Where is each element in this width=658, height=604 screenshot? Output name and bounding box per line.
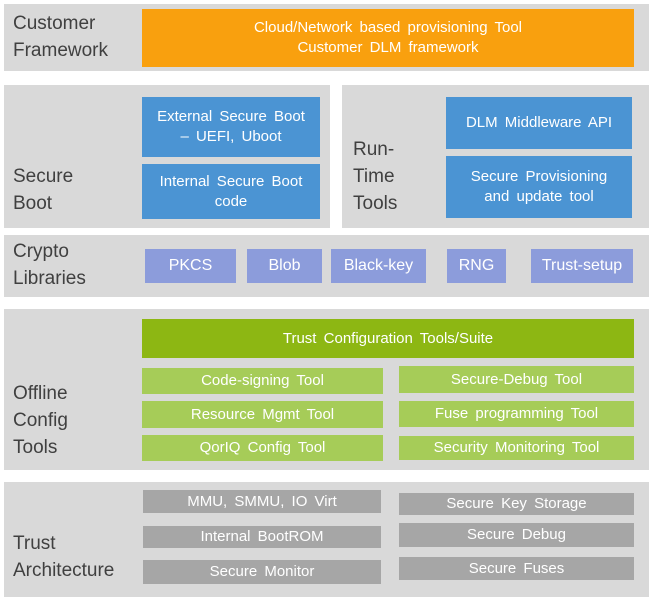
- trust-architecture-label: Trust Architecture: [13, 482, 114, 597]
- dlm-middleware-api-box: DLM Middleware API: [446, 97, 632, 149]
- box-line: Secure Monitor: [209, 563, 315, 581]
- label-line: Boot: [13, 193, 53, 215]
- run-time-tools-label: Run- Time Tools: [353, 85, 397, 228]
- label-line: Trust: [13, 533, 56, 555]
- row-customer-framework: Customer Framework Cloud/Network based p…: [4, 4, 649, 71]
- box-line: – UEFI, Uboot: [180, 128, 282, 145]
- secure-debug-box: Secure Debug: [399, 523, 634, 547]
- box-line: Code-signing Tool: [201, 372, 324, 390]
- box-line: Blob: [268, 257, 301, 275]
- box-line: QorIQ Config Tool: [199, 439, 326, 457]
- secure-key-storage-box: Secure Key Storage: [399, 493, 634, 515]
- internal-bootrom-box: Internal BootROM: [143, 526, 381, 548]
- box-line: Fuse programming Tool: [434, 405, 599, 423]
- fuse-programming-tool-box: Fuse programming Tool: [399, 401, 634, 427]
- resource-mgmt-tool-box: Resource Mgmt Tool: [142, 401, 383, 428]
- label-line: Run-: [353, 139, 395, 161]
- row-secure-boot: Secure Boot External Secure Boot – UEFI,…: [4, 85, 330, 228]
- box-line: Resource Mgmt Tool: [190, 405, 335, 423]
- cloud-provisioning-tool-box: Cloud/Network based provisioning Tool Cu…: [142, 9, 634, 67]
- box-line: Internal Secure Boot: [159, 172, 303, 190]
- label-line: Architecture: [13, 560, 115, 582]
- label-line: Config: [13, 410, 68, 432]
- box-line: Secure Fuses: [468, 559, 565, 577]
- box-line: Black-key: [343, 257, 414, 275]
- mmu-smmu-io-virt-box: MMU, SMMU, IO Virt: [143, 490, 381, 513]
- label-line: Tools: [353, 193, 398, 215]
- rng-box: RNG: [447, 249, 506, 283]
- label-line: Tools: [13, 437, 58, 459]
- box-line: code: [214, 192, 248, 210]
- secure-fuses-box: Secure Fuses: [399, 557, 634, 580]
- box-line: Secure Debug: [467, 526, 566, 544]
- code-signing-tool-box: Code-signing Tool: [142, 368, 383, 394]
- label-line: Offline: [13, 383, 68, 405]
- box-line: External Secure Boot: [157, 108, 305, 126]
- box-line: DLM Middleware API: [465, 114, 613, 132]
- internal-secure-boot-box: Internal Secure Boot code: [142, 164, 320, 219]
- box-line: Internal BootROM: [200, 528, 324, 546]
- row-trust-architecture: Trust Architecture MMU, SMMU, IO Virt In…: [4, 482, 649, 597]
- box-line: Secure Provisioning: [470, 168, 608, 186]
- box-line: and update tool: [484, 188, 594, 205]
- box-line: PKCS: [168, 257, 213, 275]
- label-line: Crypto: [13, 241, 69, 263]
- box-line: Trust Configuration Tools/Suite: [282, 329, 494, 347]
- crypto-libraries-label: Crypto Libraries: [13, 235, 86, 297]
- row-offline-config-tools: Offline Config Tools Trust Configuration…: [4, 309, 649, 470]
- box-line: Customer DLM framework: [297, 39, 479, 56]
- secure-debug-tool-box: Secure-Debug Tool: [399, 366, 634, 393]
- blob-box: Blob: [247, 249, 322, 283]
- secure-monitor-box: Secure Monitor: [143, 560, 381, 584]
- label-line: Time: [353, 166, 395, 188]
- box-line: Secure-Debug Tool: [450, 370, 583, 388]
- box-line: Secure Key Storage: [446, 495, 587, 513]
- trust-configuration-tools-box: Trust Configuration Tools/Suite: [142, 319, 634, 358]
- label-line: Framework: [13, 39, 109, 61]
- box-line: Cloud/Network based provisioning Tool: [253, 19, 523, 37]
- label-line: Customer: [13, 12, 96, 34]
- secure-provisioning-box: Secure Provisioning and update tool: [446, 156, 632, 218]
- row-run-time-tools: Run- Time Tools DLM Middleware API Secur…: [342, 85, 649, 228]
- offline-config-tools-label: Offline Config Tools: [13, 309, 68, 470]
- pkcs-box: PKCS: [145, 249, 236, 283]
- box-line: MMU, SMMU, IO Virt: [187, 492, 337, 510]
- trust-setup-box: Trust-setup: [531, 249, 633, 283]
- row-crypto-libraries: Crypto Libraries PKCS Blob Black-key RNG…: [4, 235, 649, 297]
- external-secure-boot-box: External Secure Boot – UEFI, Uboot: [142, 97, 320, 157]
- black-key-box: Black-key: [331, 249, 426, 283]
- secure-boot-label: Secure Boot: [13, 85, 73, 228]
- qoriq-config-tool-box: QorIQ Config Tool: [142, 435, 383, 461]
- box-line: Security Monitoring Tool: [433, 439, 600, 457]
- label-line: Libraries: [13, 268, 86, 289]
- box-line: RNG: [458, 257, 495, 275]
- customer-framework-label: Customer Framework: [13, 4, 108, 71]
- security-monitoring-tool-box: Security Monitoring Tool: [399, 436, 634, 460]
- label-line: Secure: [13, 166, 74, 188]
- box-line: Trust-setup: [541, 257, 623, 275]
